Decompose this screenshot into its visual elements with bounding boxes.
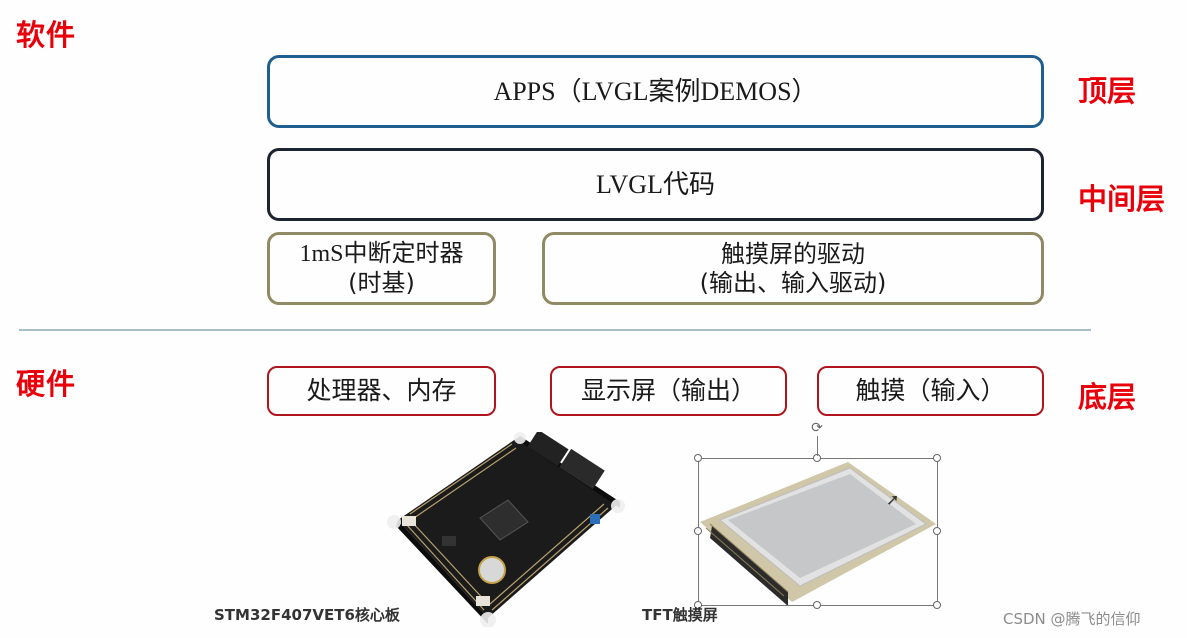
- lvgl-code-box: LVGL代码: [267, 148, 1044, 221]
- tft-screen-image[interactable]: [700, 462, 938, 606]
- timer-line2: (时基): [348, 268, 415, 297]
- middle-layer-label: 中间层: [1078, 182, 1166, 216]
- resize-handle-e[interactable]: [933, 527, 941, 535]
- display-box: 显示屏（输出）: [550, 366, 787, 416]
- image-selection-frame: [698, 458, 938, 606]
- board-caption: STM32F407VET6核心板: [214, 606, 400, 624]
- hardware-label: 硬件: [16, 367, 77, 401]
- mouse-cursor-icon: ➚: [886, 490, 900, 509]
- software-label: 软件: [16, 18, 77, 52]
- touch-driver-line2: (输出、输入驱动): [699, 268, 887, 297]
- apps-box: APPS（LVGL案例DEMOS）: [267, 55, 1044, 128]
- tft-display-icon: [700, 462, 936, 606]
- timer-box: 1mS中断定时器 (时基): [267, 232, 496, 305]
- top-layer-label: 顶层: [1078, 74, 1137, 108]
- resize-handle-ne[interactable]: [933, 454, 941, 462]
- touch-text: 触摸（输入）: [855, 376, 1006, 405]
- processor-memory-box: 处理器、内存: [267, 366, 496, 416]
- processor-memory-text: 处理器、内存: [306, 376, 457, 405]
- bottom-layer-label: 底层: [1078, 380, 1137, 414]
- stm32-board-image: [380, 429, 625, 628]
- resize-handle-nw[interactable]: [694, 454, 702, 462]
- apps-box-text: APPS（LVGL案例DEMOS）: [493, 76, 818, 106]
- lvgl-code-text: LVGL代码: [596, 169, 715, 199]
- touch-box: 触摸（输入）: [817, 366, 1044, 416]
- timer-line1: 1mS中断定时器: [299, 240, 464, 267]
- resize-handle-se[interactable]: [933, 601, 941, 609]
- rotate-handle-icon[interactable]: ⟳: [811, 420, 823, 436]
- touch-driver-line1: 触摸屏的驱动: [721, 239, 865, 268]
- rotate-handle-stem: [817, 436, 818, 456]
- csdn-watermark: CSDN @腾飞的信仰: [1003, 610, 1141, 628]
- resize-handle-w[interactable]: [694, 527, 702, 535]
- screen-caption: TFT触摸屏: [642, 606, 718, 624]
- display-text: 显示屏（输出）: [580, 376, 756, 405]
- software-hardware-divider: [19, 329, 1091, 331]
- resize-handle-s[interactable]: [813, 601, 821, 609]
- pcb-board-icon: [387, 429, 625, 628]
- touch-driver-box: 触摸屏的驱动 (输出、输入驱动): [542, 232, 1044, 305]
- resize-handle-sw[interactable]: [694, 601, 702, 609]
